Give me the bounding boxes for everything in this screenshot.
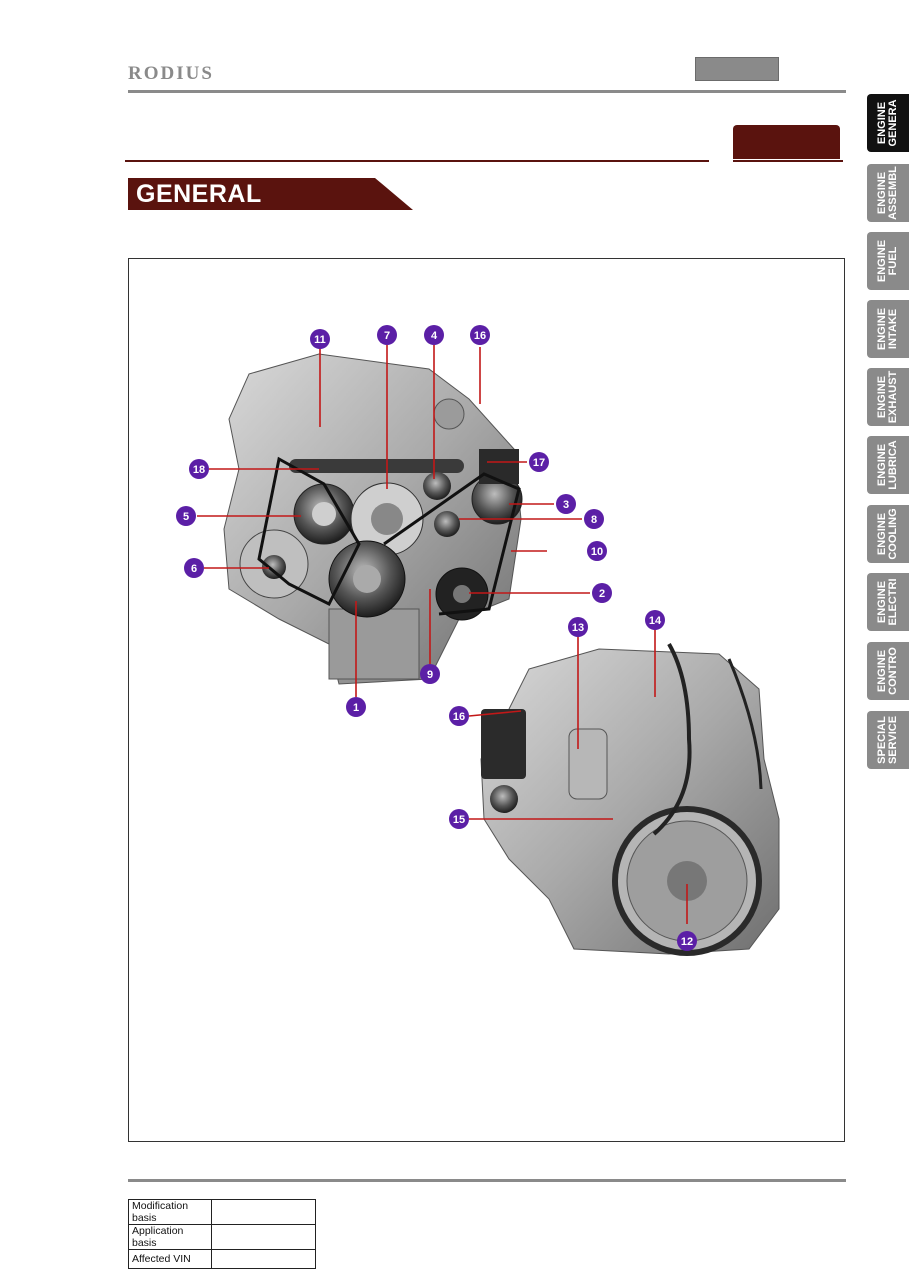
basis-label: Modification basis xyxy=(128,1199,212,1225)
callout-number: 2 xyxy=(599,588,605,600)
callout-11: 11 xyxy=(310,329,330,349)
side-tab-engine-general[interactable]: ENGINE GENERA xyxy=(867,94,909,152)
callout-number: 5 xyxy=(183,511,189,523)
callout-number: 3 xyxy=(563,499,569,511)
callout-10: 10 xyxy=(587,541,607,561)
section-title: GENERAL xyxy=(128,178,413,210)
chapter-tab xyxy=(733,125,840,159)
callout-3: 3 xyxy=(556,494,576,514)
basis-label: Affected VIN xyxy=(128,1249,212,1269)
side-tab-label: SPECIAL SERVICE xyxy=(876,715,899,765)
basis-table: Modification basis Application basis Aff… xyxy=(128,1199,316,1269)
callout-number: 10 xyxy=(591,546,603,558)
callout-number: 18 xyxy=(193,464,205,476)
side-tab-engine-assembly[interactable]: ENGINE ASSEMBL xyxy=(867,164,909,222)
side-tab-label: ENGINE EXHAUST xyxy=(876,370,899,424)
callout-5: 5 xyxy=(176,506,196,526)
basis-value xyxy=(211,1224,316,1250)
engine-figure: 11 7 4 16 18 17 5 3 8 10 6 2 13 14 9 1 1… xyxy=(128,258,845,1142)
side-tab-engine-lubrication[interactable]: ENGINE LUBRICA xyxy=(867,436,909,494)
callout-number: 11 xyxy=(314,334,326,346)
side-tab-label: ENGINE COOLING xyxy=(876,508,899,560)
callout-6: 6 xyxy=(184,558,204,578)
callout-number: 13 xyxy=(572,622,584,634)
rear-engine-view xyxy=(480,643,780,956)
side-tab-engine-exhaust[interactable]: ENGINE EXHAUST xyxy=(867,368,909,426)
section-title-text: GENERAL xyxy=(136,180,262,208)
front-engine-view xyxy=(223,353,523,685)
side-tab-engine-fuel[interactable]: ENGINE FUEL xyxy=(867,232,909,290)
side-tab-label: ENGINE ASSEMBL xyxy=(876,166,899,220)
callout-number: 1 xyxy=(353,702,359,714)
footer-rule xyxy=(128,1179,846,1182)
callout-number: 14 xyxy=(649,615,662,627)
callout-number: 12 xyxy=(681,936,693,948)
callout-15: 15 xyxy=(449,809,469,829)
header-grey-block xyxy=(695,57,779,81)
side-tab-label: ENGINE ELECTRI xyxy=(876,578,899,626)
table-row: Affected VIN xyxy=(128,1249,316,1269)
basis-value xyxy=(211,1199,316,1225)
side-tab-engine-cooling[interactable]: ENGINE COOLING xyxy=(867,505,909,563)
callout-number: 9 xyxy=(427,669,433,681)
leader-lines xyxy=(197,345,688,924)
callout-16-top: 16 xyxy=(470,325,490,345)
callout-1: 1 xyxy=(346,697,366,717)
callout-number: 8 xyxy=(591,514,597,526)
callout-8: 8 xyxy=(584,509,604,529)
header-rule xyxy=(128,90,846,93)
callout-18: 18 xyxy=(189,459,209,479)
side-tab-label: ENGINE INTAKE xyxy=(876,307,899,351)
callout-4: 4 xyxy=(424,325,444,345)
callout-13: 13 xyxy=(568,617,588,637)
callout-16-bottom: 16 xyxy=(449,706,469,726)
title-rule-right xyxy=(733,160,843,162)
callout-number: 4 xyxy=(431,330,438,342)
callout-number: 16 xyxy=(453,711,465,723)
title-rule xyxy=(125,160,709,162)
section-title-banner xyxy=(128,178,413,210)
side-tab-label: ENGINE LUBRICA xyxy=(876,440,899,490)
side-tab-special-service[interactable]: SPECIAL SERVICE xyxy=(867,711,909,769)
callout-7: 7 xyxy=(377,325,397,345)
callout-number: 17 xyxy=(533,457,545,469)
callout-12: 12 xyxy=(677,931,697,951)
table-row: Modification basis xyxy=(128,1199,316,1225)
callout-number: 16 xyxy=(474,330,486,342)
callout-2: 2 xyxy=(592,583,612,603)
side-tab-engine-control[interactable]: ENGINE CONTRO xyxy=(867,642,909,700)
callout-number: 7 xyxy=(384,330,390,342)
side-tab-label: ENGINE CONTRO xyxy=(876,647,899,695)
engine-illustration: 11 7 4 16 18 17 5 3 8 10 6 2 13 14 9 1 1… xyxy=(176,325,780,956)
callout-number: 15 xyxy=(453,814,465,826)
side-tab-label: ENGINE FUEL xyxy=(876,239,899,283)
rodius-logo: RODIUS xyxy=(128,63,214,84)
basis-value xyxy=(211,1249,316,1269)
basis-label: Application basis xyxy=(128,1224,212,1250)
table-row: Application basis xyxy=(128,1224,316,1250)
callout-17: 17 xyxy=(529,452,549,472)
callout-9: 9 xyxy=(420,664,440,684)
callout-14: 14 xyxy=(645,610,665,630)
callout-number: 6 xyxy=(191,563,197,575)
side-tab-engine-electrical[interactable]: ENGINE ELECTRI xyxy=(867,573,909,631)
side-tab-label: ENGINE GENERA xyxy=(876,99,899,147)
side-tab-engine-intake[interactable]: ENGINE INTAKE xyxy=(867,300,909,358)
